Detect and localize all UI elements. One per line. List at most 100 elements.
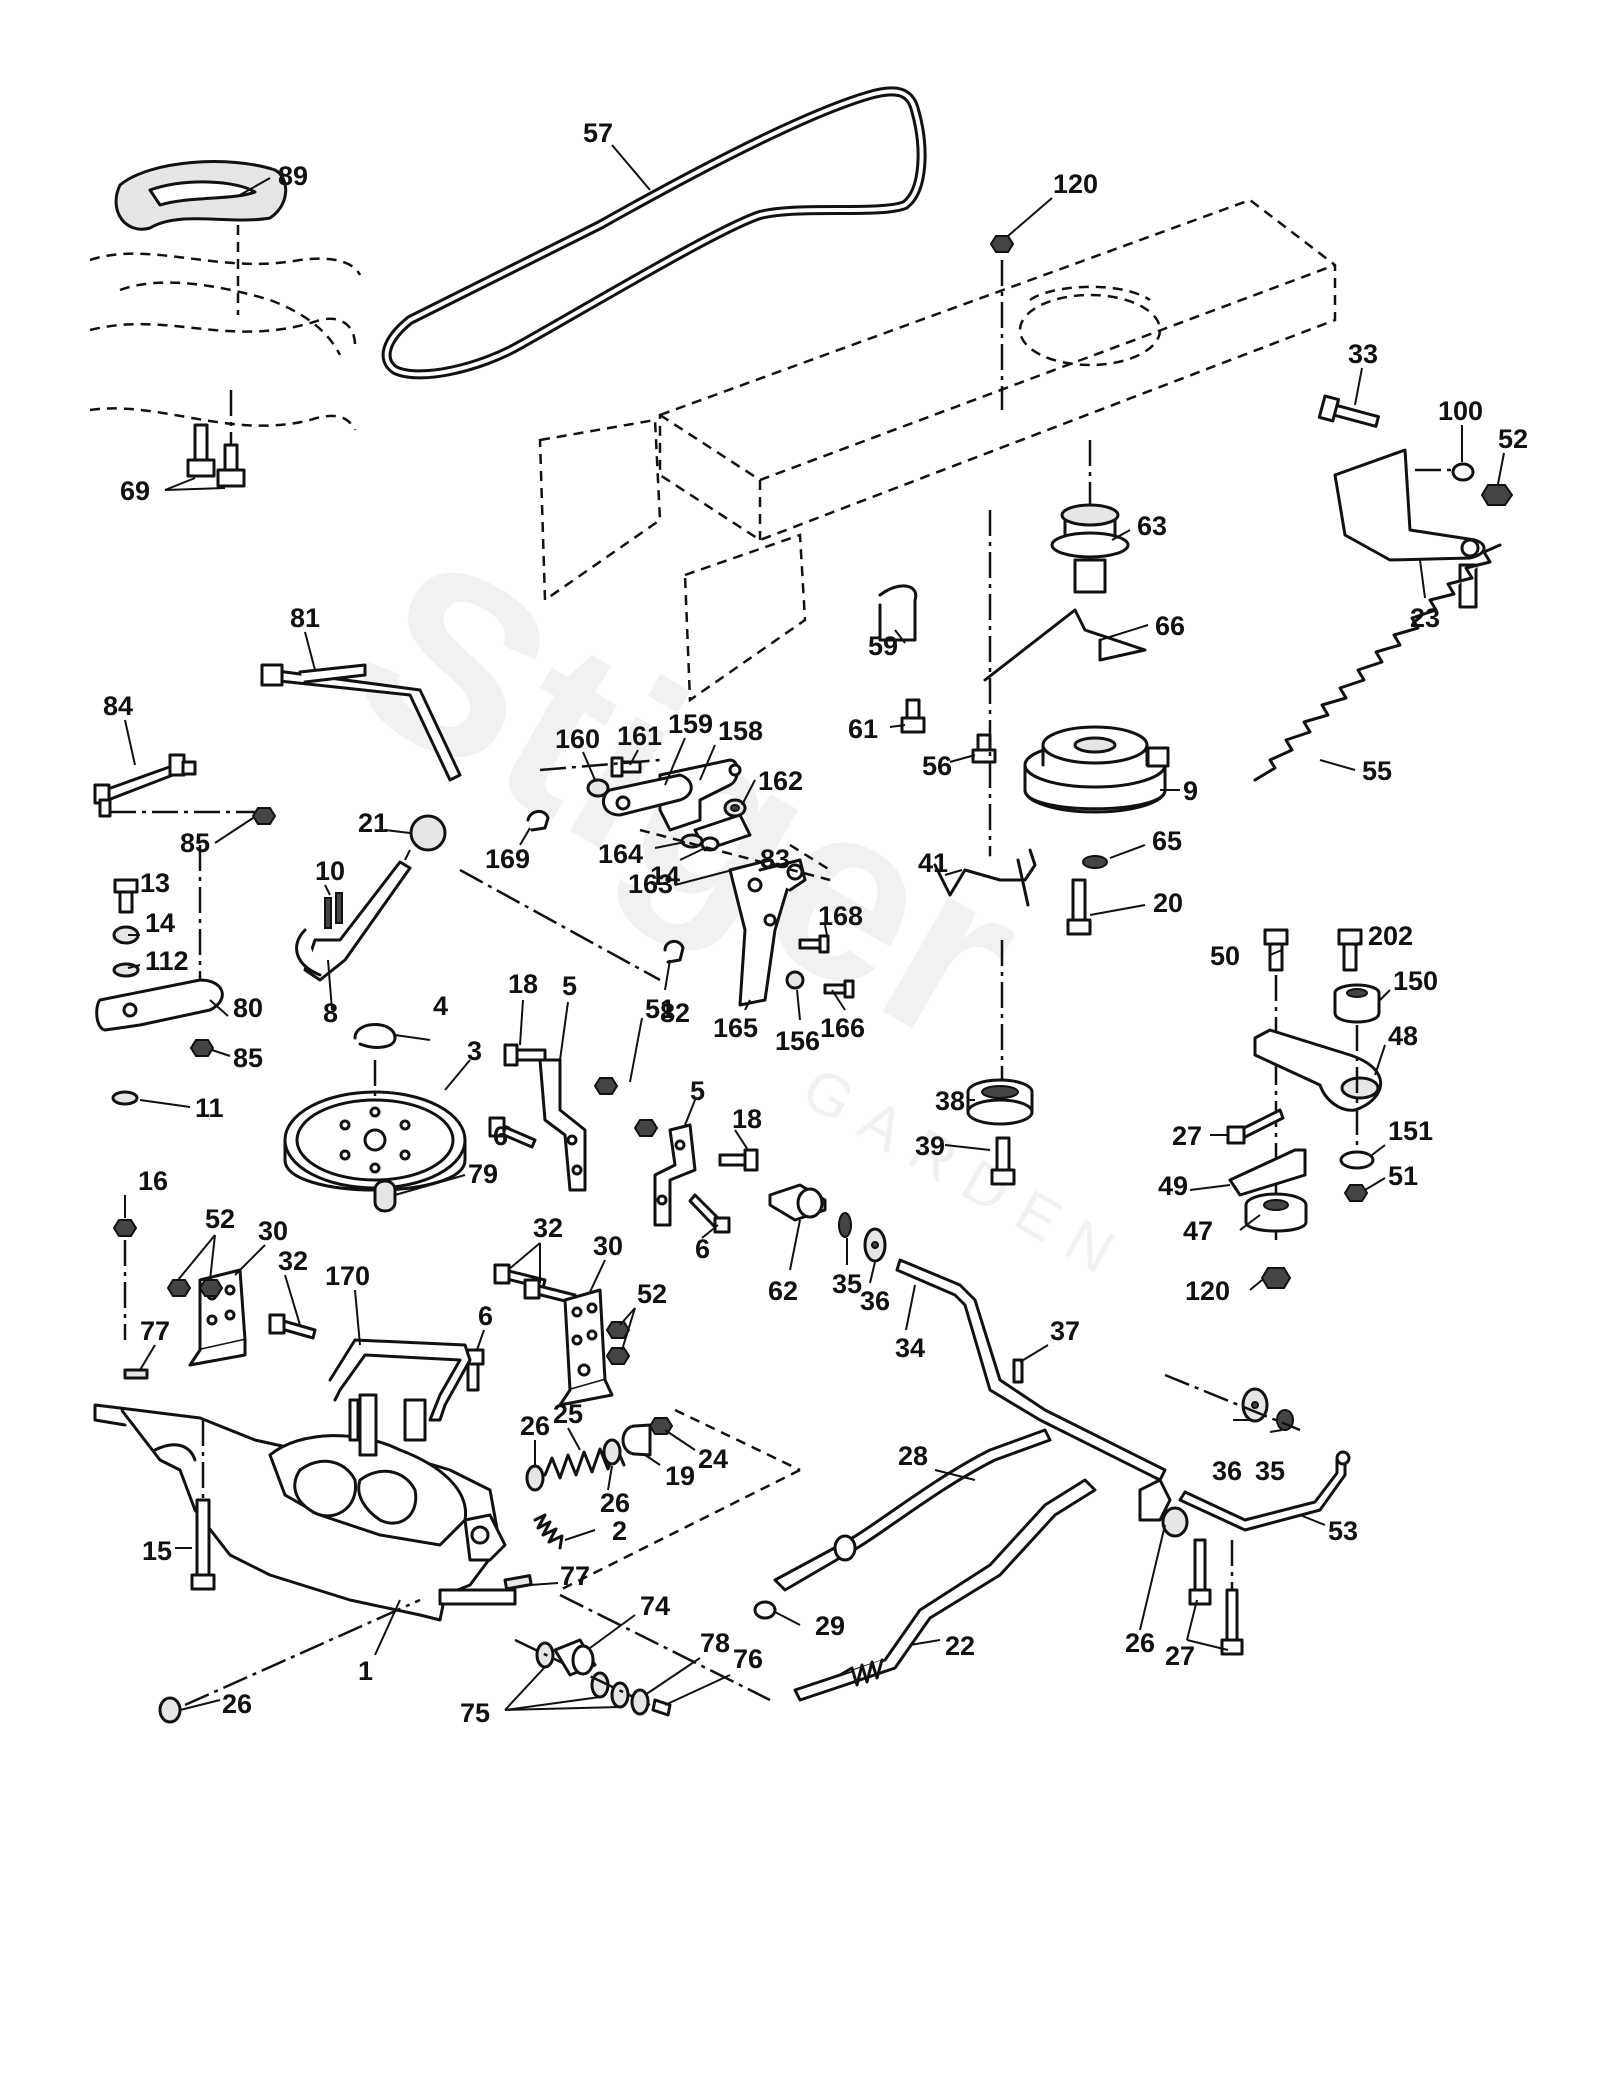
bracket-5-right-part xyxy=(653,1123,697,1227)
callout-19: 19 xyxy=(665,1461,695,1491)
callout-labels: 89 57 120 69 33 100 52 63 23 81 59 66 84… xyxy=(103,118,1528,1728)
callout-27: 27 xyxy=(1172,1121,1202,1151)
callout-9: 9 xyxy=(1183,776,1198,806)
callout-18: 18 xyxy=(732,1104,762,1134)
callout-36: 36 xyxy=(1212,1456,1242,1486)
callout-26: 26 xyxy=(1125,1628,1155,1658)
bolt-61-part xyxy=(900,698,926,734)
callout-3: 3 xyxy=(467,1036,482,1066)
callout-21: 21 xyxy=(358,808,388,838)
callout-160: 160 xyxy=(555,724,600,754)
callout-89: 89 xyxy=(278,161,308,191)
callout-56: 56 xyxy=(922,751,952,781)
washer-151-part xyxy=(1339,1150,1375,1170)
bolt-6-upper-part xyxy=(488,1116,537,1149)
bushing-62-part xyxy=(768,1183,827,1222)
callout-77: 77 xyxy=(140,1316,170,1346)
callout-5: 5 xyxy=(690,1076,705,1106)
nut-85-lower-part xyxy=(189,1039,215,1057)
callout-159: 159 xyxy=(668,709,713,739)
knob-21-part xyxy=(409,814,447,852)
rear-body-outline xyxy=(89,225,362,431)
spring-2-part xyxy=(533,1513,564,1550)
bolt-18-upper-part xyxy=(503,1043,547,1067)
bolt-168-part xyxy=(798,934,830,954)
callout-37: 37 xyxy=(1050,1316,1080,1346)
washer-78-part xyxy=(630,1688,650,1716)
bolt-13-part xyxy=(113,878,139,914)
callout-120: 120 xyxy=(1185,1276,1230,1306)
bolt-32-left-part xyxy=(268,1313,317,1340)
callout-158: 158 xyxy=(718,716,763,746)
nuts-52-right-part xyxy=(605,1321,631,1365)
key-79-part xyxy=(373,1179,397,1213)
callout-6: 6 xyxy=(478,1301,493,1331)
rod-170-part xyxy=(328,1338,472,1422)
callout-29: 29 xyxy=(815,1611,845,1641)
callout-20: 20 xyxy=(1153,888,1183,918)
nut-120-lower-part xyxy=(1260,1267,1292,1289)
callout-26: 26 xyxy=(520,1411,550,1441)
callout-112: 112 xyxy=(145,946,189,976)
callout-164: 164 xyxy=(598,839,643,869)
shift-lever-8-part xyxy=(295,849,412,982)
callout-36: 36 xyxy=(860,1286,890,1316)
nut-16-part xyxy=(112,1219,138,1340)
nut-120-top-part xyxy=(989,235,1015,410)
callout-163: 163 xyxy=(628,869,673,899)
bushing-29-part xyxy=(753,1600,777,1620)
washer-26-bottom-part xyxy=(158,1598,421,1724)
callout-25: 25 xyxy=(553,1399,583,1429)
callout-161: 161 xyxy=(617,721,662,751)
rod-22-part xyxy=(793,1478,1097,1702)
callout-100: 100 xyxy=(1438,396,1483,426)
callout-85: 85 xyxy=(180,828,210,858)
callout-59: 59 xyxy=(868,631,898,661)
bolt-15-part xyxy=(190,1420,216,1591)
washer-11-part xyxy=(111,1090,139,1106)
callout-26: 26 xyxy=(600,1488,630,1518)
rod-53-part xyxy=(1178,1450,1351,1532)
nuts-52-left-part xyxy=(166,1279,224,1297)
key-77-upper-part xyxy=(123,1368,149,1380)
wire-spring-66-part xyxy=(983,608,1147,682)
linkage-dashes xyxy=(459,758,831,982)
callout-6: 6 xyxy=(695,1234,710,1264)
electric-clutch-9-part xyxy=(988,510,1170,860)
clip-169-part xyxy=(526,810,550,832)
bolt-202-part xyxy=(1337,928,1363,972)
callout-74: 74 xyxy=(640,1591,670,1621)
callout-55: 55 xyxy=(1362,756,1392,786)
callout-50: 50 xyxy=(1210,941,1240,971)
pulley-47-part xyxy=(1244,1192,1308,1233)
bolt-33-part xyxy=(1317,394,1380,428)
callout-150: 150 xyxy=(1393,966,1438,996)
callout-165: 165 xyxy=(713,1013,758,1043)
callout-48: 48 xyxy=(1388,1021,1418,1051)
callout-83: 83 xyxy=(760,844,790,874)
callout-52: 52 xyxy=(637,1279,667,1309)
callout-47: 47 xyxy=(1183,1216,1213,1246)
bolts-10-part xyxy=(324,892,343,929)
callout-82: 82 xyxy=(660,998,690,1028)
transaxle-1-part xyxy=(93,1393,517,1622)
bolt-166-part xyxy=(823,979,855,999)
link-159-part xyxy=(601,773,693,817)
washers-36-35-right-part xyxy=(1164,1373,1301,1432)
bracket-49-part xyxy=(1228,1148,1307,1197)
idler-pulley-38-part xyxy=(966,940,1034,1126)
bolt-20-part xyxy=(1066,878,1092,936)
callout-61: 61 xyxy=(848,714,878,744)
callout-84: 84 xyxy=(103,691,133,721)
washer-160-part xyxy=(586,778,610,798)
callout-57: 57 xyxy=(583,118,613,148)
callout-22: 22 xyxy=(945,1631,975,1661)
callout-79: 79 xyxy=(468,1159,498,1189)
callout-162: 162 xyxy=(758,766,803,796)
bolts-27-lower-part xyxy=(1188,1538,1244,1656)
spring-clip-59-part xyxy=(878,584,918,642)
bushing-19-part xyxy=(621,1423,652,1457)
callout-16: 16 xyxy=(138,1166,168,1196)
callout-166: 166 xyxy=(820,1013,865,1043)
